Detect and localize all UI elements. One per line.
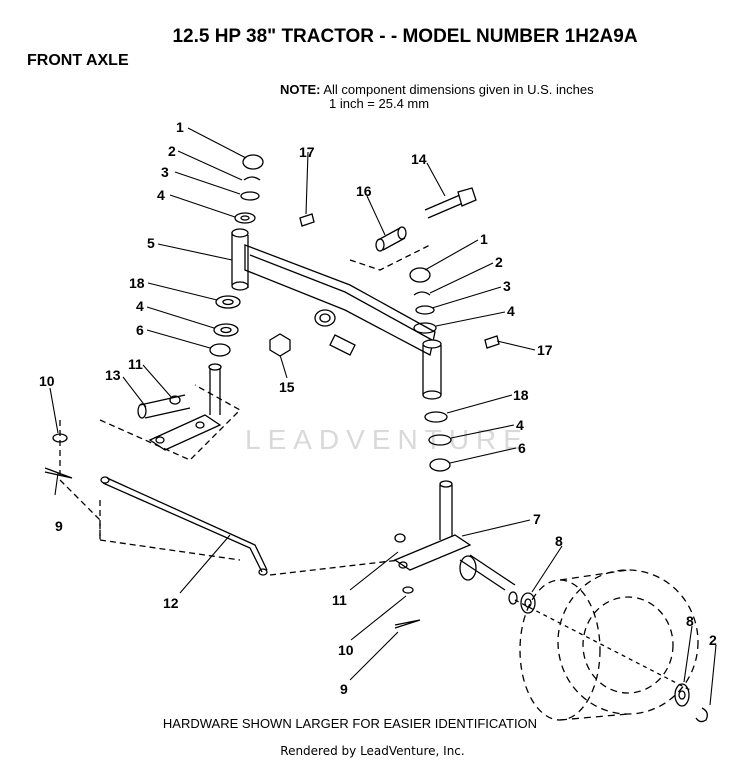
callout-13: 13 (105, 367, 121, 383)
callout-2-wheel: 2 (709, 632, 717, 648)
rendered-by-credit: Rendered by LeadVenture, Inc. (280, 744, 465, 758)
note-line-1: All component dimensions given in U.S. i… (323, 82, 594, 97)
callout-7: 7 (533, 511, 541, 527)
note-label: NOTE: (280, 82, 321, 97)
callout-14: 14 (411, 151, 427, 167)
callout-10-right: 10 (338, 642, 354, 658)
callout-9: 9 (55, 518, 63, 534)
callout-11: 11 (128, 356, 143, 372)
callout-5: 5 (147, 235, 155, 251)
note-line-2: 1 inch = 25.4 mm (329, 96, 430, 111)
callout-9-right: 9 (340, 681, 348, 697)
callout-3: 3 (161, 164, 169, 180)
watermark: LEADVENTURE (245, 424, 529, 455)
callout-18-right: 18 (513, 387, 529, 403)
callout-15: 15 (279, 379, 295, 395)
callout-12: 12 (163, 595, 179, 611)
callout-17: 17 (299, 144, 315, 160)
callout-2-right: 2 (495, 254, 503, 270)
callout-16: 16 (356, 183, 372, 199)
callout-17-right: 17 (537, 342, 553, 358)
callout-8: 8 (555, 533, 563, 549)
section-title: FRONT AXLE (27, 52, 129, 69)
hardware-footer-note: HARDWARE SHOWN LARGER FOR EASIER IDENTIF… (162, 716, 538, 731)
callout-6: 6 (136, 322, 144, 338)
callout-1-right: 1 (480, 231, 488, 247)
callout-8-right: 8 (686, 613, 694, 629)
callout-4-lower: 4 (136, 298, 144, 314)
page-title: 12.5 HP 38" TRACTOR - - MODEL NUMBER 1H2… (172, 26, 638, 47)
callout-10: 10 (39, 373, 55, 389)
callout-18: 18 (129, 275, 145, 291)
callout-1: 1 (176, 119, 184, 135)
callout-4-right: 4 (507, 303, 515, 319)
callout-4-right-lower: 4 (516, 417, 524, 433)
callout-11-right: 11 (332, 592, 347, 608)
callout-4: 4 (157, 187, 165, 203)
callout-6-right: 6 (518, 440, 526, 456)
callout-3-right: 3 (503, 278, 511, 294)
dimension-note: NOTE: All component dimensions given in … (280, 83, 594, 111)
callout-2: 2 (168, 143, 176, 159)
